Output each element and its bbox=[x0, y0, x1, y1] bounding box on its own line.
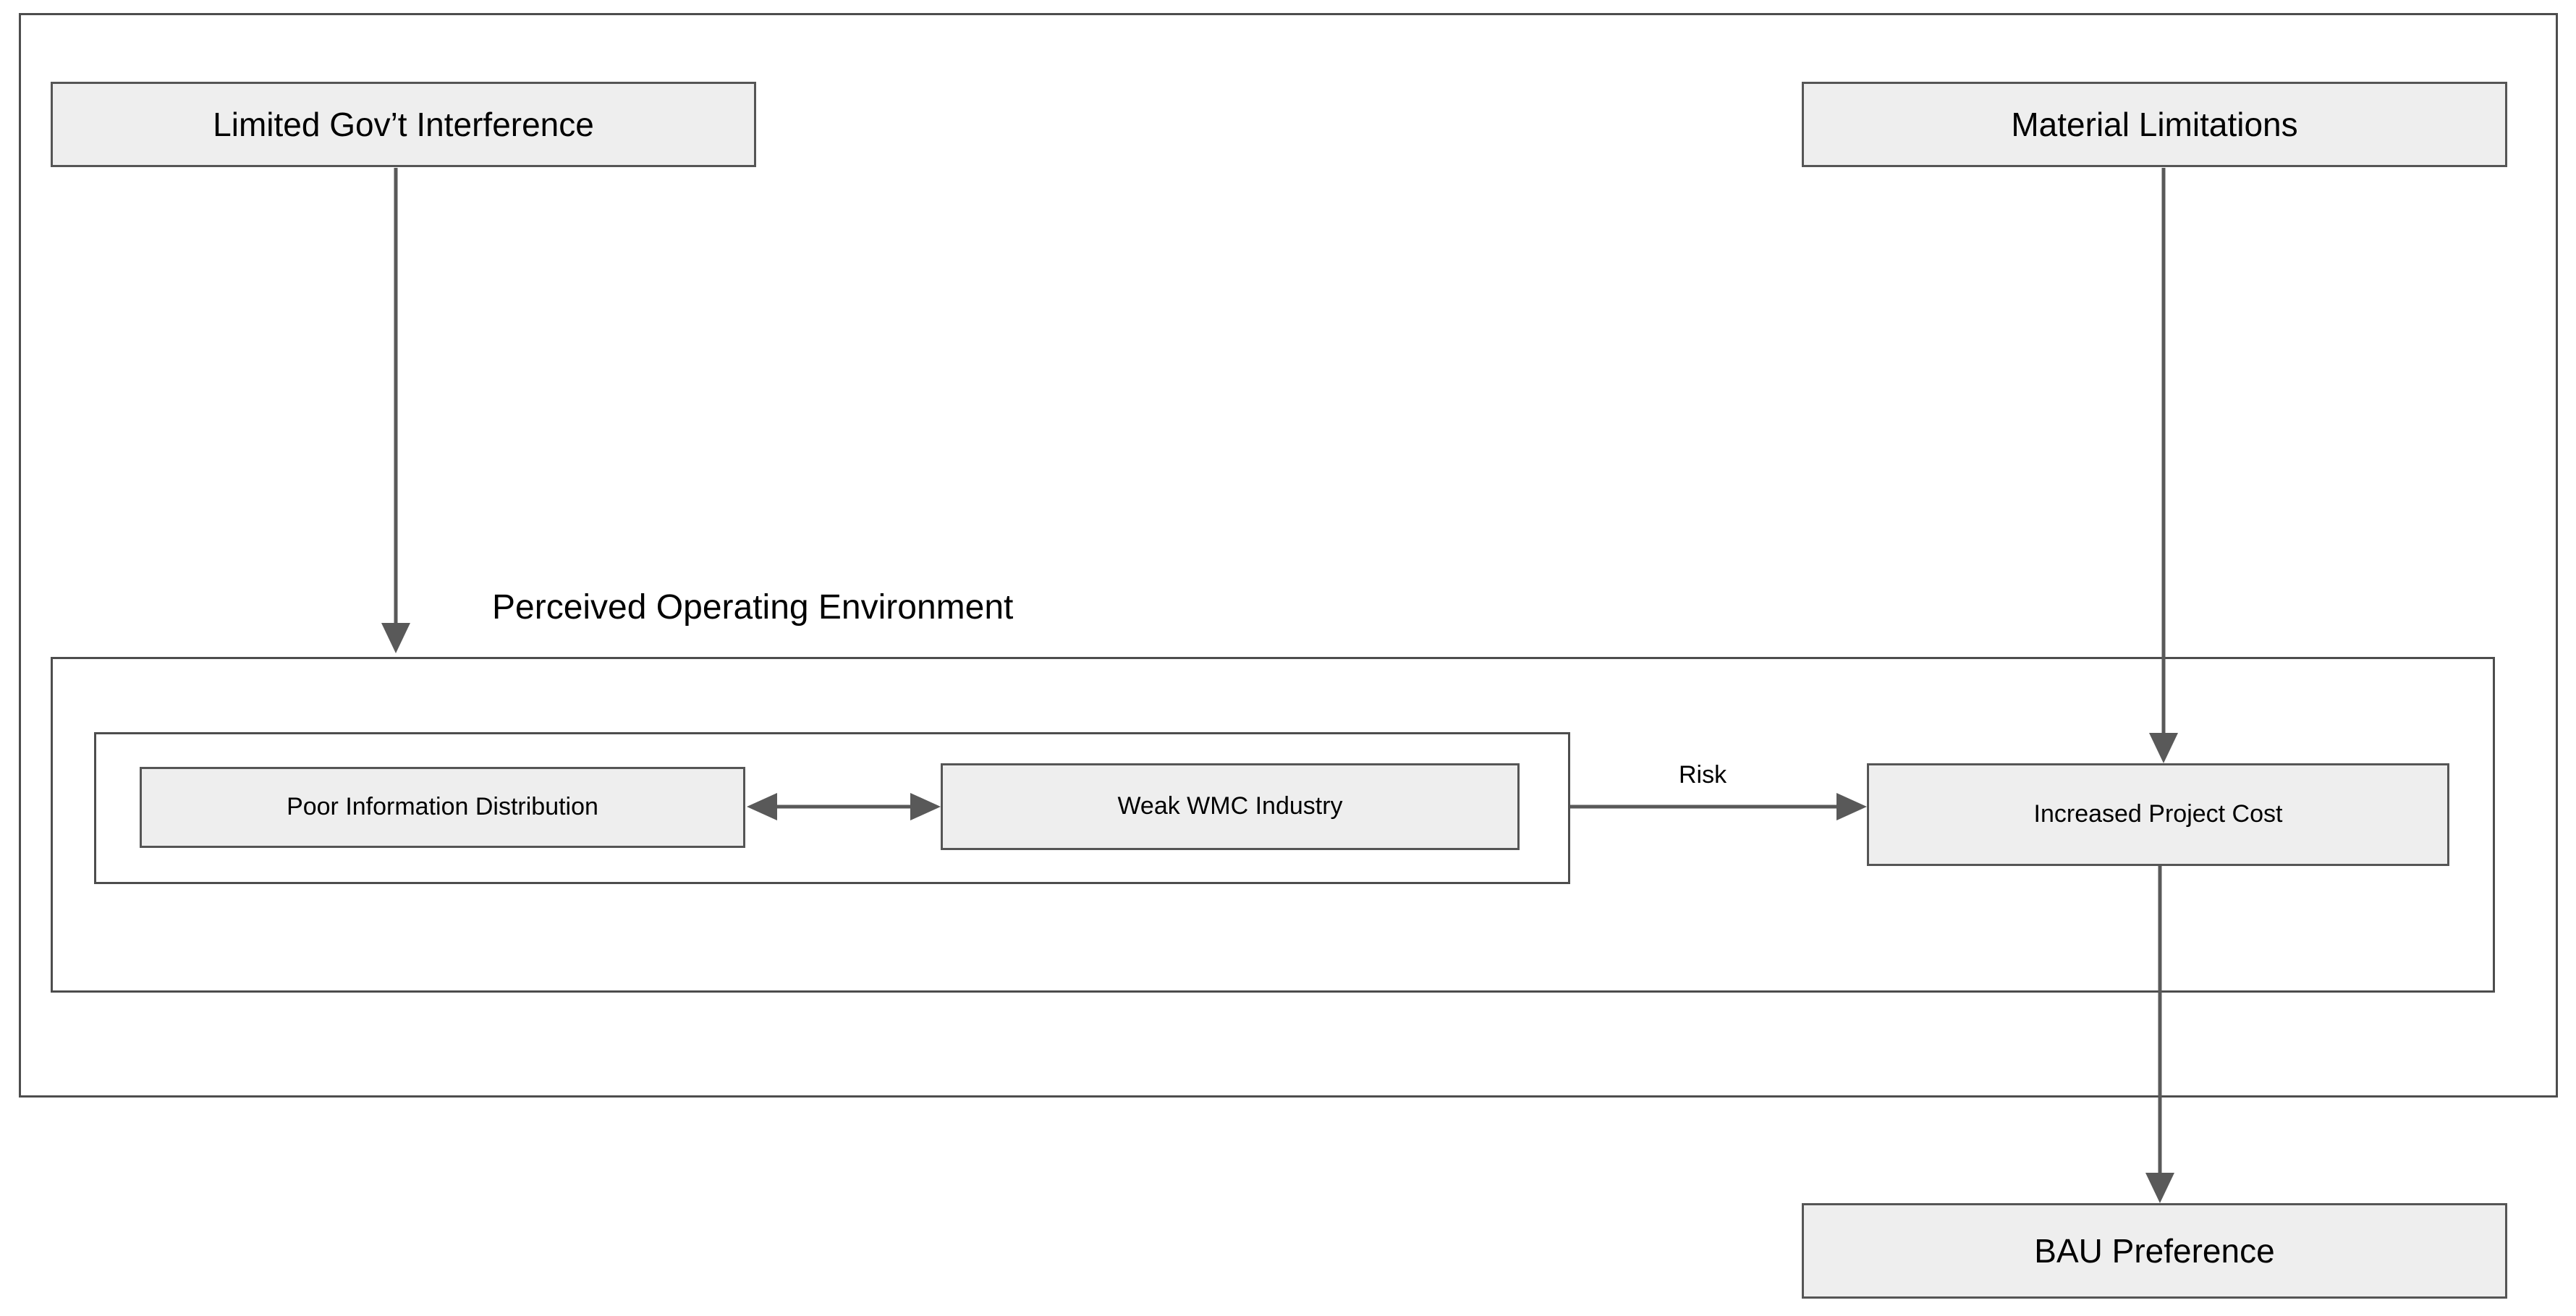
node-poor-information-distribution[interactable]: Poor Information Distribution bbox=[140, 767, 745, 848]
node-increased-project-cost[interactable]: Increased Project Cost bbox=[1867, 763, 2449, 866]
node-weak-wmc-industry-label: Weak WMC Industry bbox=[1117, 792, 1343, 820]
risk-edge-label: Risk bbox=[1679, 761, 1727, 789]
node-poor-information-distribution-label: Poor Information Distribution bbox=[287, 793, 598, 821]
node-limited-gov-interference[interactable]: Limited Gov’t Interference bbox=[51, 82, 756, 167]
node-increased-project-cost-label: Increased Project Cost bbox=[2033, 800, 2283, 828]
node-bau-preference[interactable]: BAU Preference bbox=[1802, 1203, 2507, 1299]
node-bau-preference-label: BAU Preference bbox=[2034, 1231, 2275, 1270]
node-weak-wmc-industry[interactable]: Weak WMC Industry bbox=[941, 763, 1520, 850]
node-limited-gov-interference-label: Limited Gov’t Interference bbox=[213, 105, 594, 143]
node-material-limitations[interactable]: Material Limitations bbox=[1802, 82, 2507, 167]
node-material-limitations-label: Material Limitations bbox=[2011, 105, 2298, 143]
perceived-operating-environment-label: Perceived Operating Environment bbox=[492, 588, 1014, 627]
